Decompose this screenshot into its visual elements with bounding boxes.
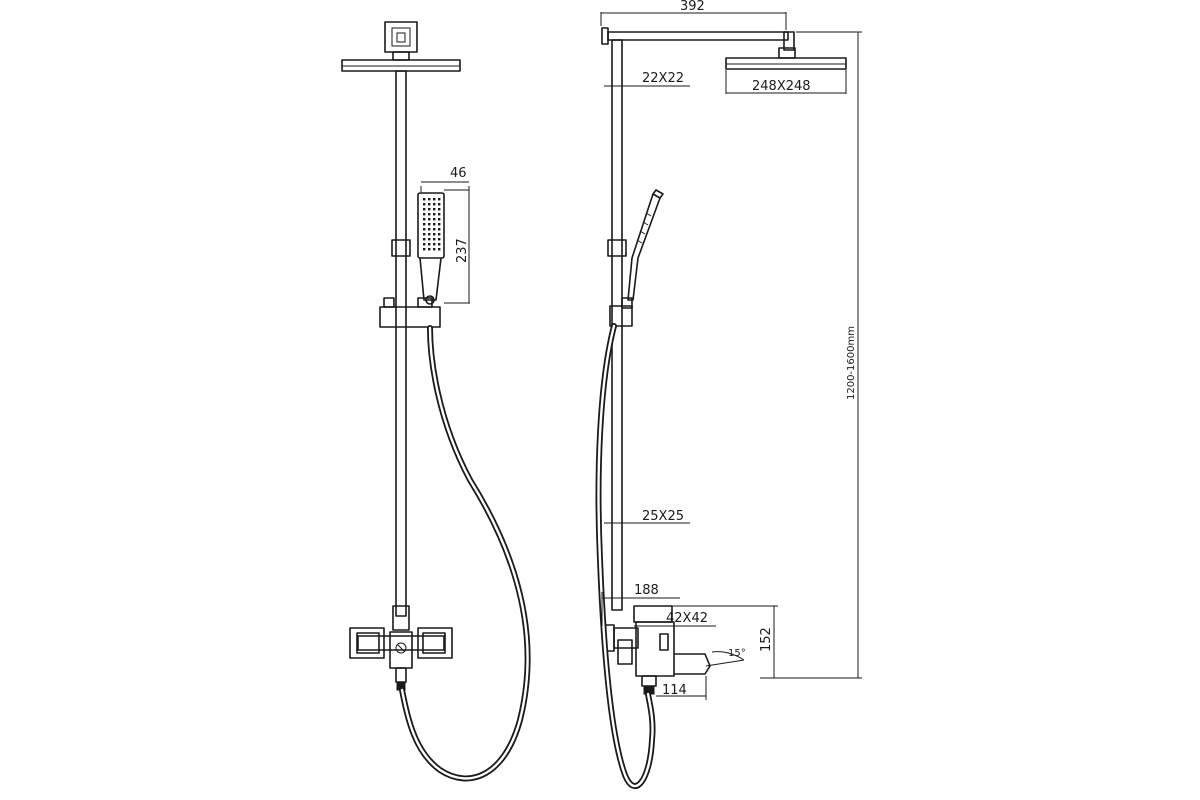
side-shower-arm — [607, 31, 789, 41]
nozzle-hole — [433, 238, 436, 241]
nozzle-hole — [423, 248, 426, 251]
nozzle-hole — [423, 213, 426, 216]
front-riser-tube — [395, 70, 407, 617]
dim-total-height: 1200-1600mm — [846, 326, 857, 400]
nozzle-hole — [438, 243, 441, 246]
nozzle-hole — [438, 203, 441, 206]
nozzle-hole — [428, 228, 431, 231]
side-slider — [609, 305, 633, 327]
nozzle-hole — [438, 248, 441, 251]
nozzle-hole — [433, 198, 436, 201]
side-hose — [595, 323, 656, 789]
nozzle-hole — [428, 238, 431, 241]
dim-spout-angle: 15° — [728, 648, 746, 659]
front-view: 46 237 — [341, 21, 531, 782]
nozzle-hole — [423, 198, 426, 201]
nozzle-hole — [433, 213, 436, 216]
nozzle-hole — [438, 208, 441, 211]
nozzle-hole — [423, 243, 426, 246]
front-hose — [399, 325, 531, 782]
nozzle-hole — [433, 223, 436, 226]
nozzle-hole — [428, 213, 431, 216]
side-hand-shower — [627, 189, 664, 301]
nozzle-hole — [423, 233, 426, 236]
nozzle-hole — [423, 223, 426, 226]
dim-spout-length: 114 — [662, 683, 687, 698]
front-slider — [379, 306, 441, 328]
nozzle-hole — [428, 233, 431, 236]
nozzle-hole — [438, 223, 441, 226]
nozzle-hole — [423, 208, 426, 211]
dim-mixer-depth: 188 — [634, 583, 659, 598]
nozzle-hole — [438, 238, 441, 241]
nozzle-hole — [433, 248, 436, 251]
nozzle-hole — [433, 243, 436, 246]
dim-handset-width: 46 — [450, 166, 467, 181]
dim-column-section: 25X25 — [642, 509, 684, 524]
dim-arm-length: 392 — [680, 0, 705, 14]
nozzle-hole — [438, 213, 441, 216]
front-hand-shower — [417, 192, 445, 305]
dim-arm-section: 22X22 — [642, 71, 684, 86]
nozzle-hole — [428, 223, 431, 226]
nozzle-hole — [433, 208, 436, 211]
nozzle-hole — [433, 228, 436, 231]
dim-handset-length: 237 — [455, 238, 470, 263]
front-ceiling-connector — [384, 21, 418, 53]
nozzle-hole — [438, 228, 441, 231]
nozzle-hole — [433, 218, 436, 221]
nozzle-hole — [428, 208, 431, 211]
nozzle-hole — [428, 218, 431, 221]
nozzle-hole — [428, 248, 431, 251]
dim-mixer-body: 42X42 — [666, 611, 708, 626]
nozzle-hole — [428, 198, 431, 201]
dim-mixer-height: 152 — [759, 627, 774, 652]
dim-head-size: 248X248 — [752, 79, 811, 94]
nozzle-hole — [423, 218, 426, 221]
front-wall-mixer — [349, 605, 453, 691]
nozzle-hole — [438, 198, 441, 201]
nozzle-hole — [423, 238, 426, 241]
nozzle-hole — [423, 203, 426, 206]
nozzle-hole — [428, 203, 431, 206]
nozzle-hole — [433, 233, 436, 236]
nozzle-hole — [423, 228, 426, 231]
nozzle-hole — [428, 243, 431, 246]
nozzle-hole — [438, 233, 441, 236]
side-view: 392 22X22 248X248 1200-1600mm 25X25 188 … — [595, 0, 862, 789]
nozzle-hole — [433, 203, 436, 206]
nozzle-hole — [438, 218, 441, 221]
